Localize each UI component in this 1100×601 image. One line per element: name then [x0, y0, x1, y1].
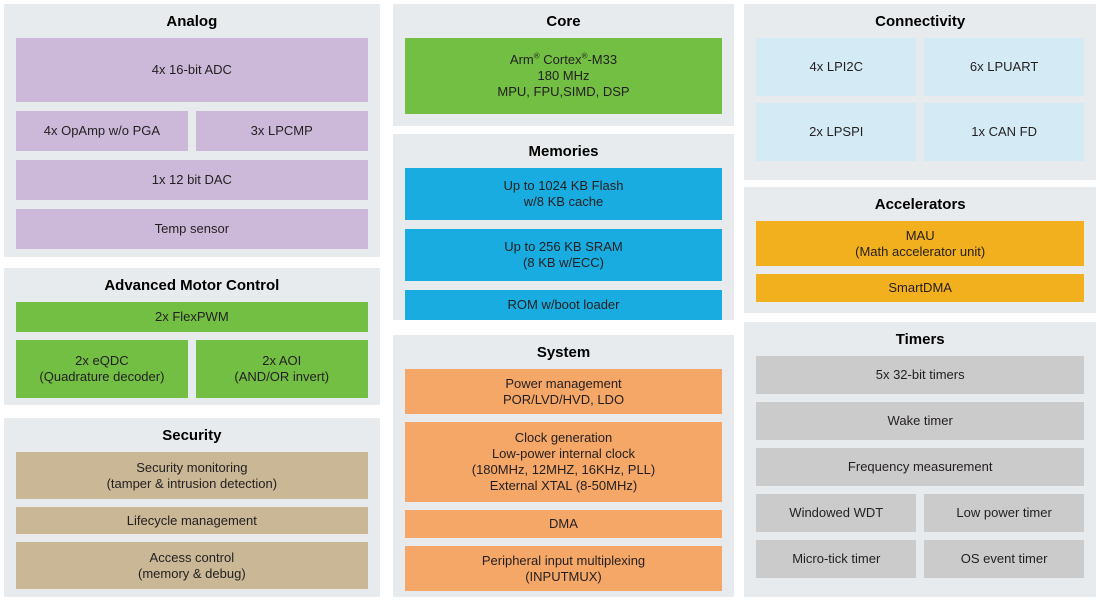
- lifecycle-block: Lifecycle management: [16, 507, 368, 534]
- os-event-timer-block: OS event timer: [924, 540, 1085, 578]
- access-control-block: Access control(memory & debug): [16, 542, 368, 589]
- connectivity-blocks: 4x LPI2C 6x LPUART 2x LPSPI 1x CAN FD: [756, 38, 1085, 161]
- smartdma-block: SmartDMA: [756, 274, 1085, 302]
- system-title: System: [536, 344, 591, 361]
- canfd-block: 1x CAN FD: [924, 103, 1085, 161]
- core-cpu-name: Arm® Cortex®-M33: [509, 51, 618, 67]
- connectivity-section: Connectivity 4x LPI2C 6x LPUART 2x LPSPI…: [744, 4, 1097, 180]
- connectivity-row-1: 4x LPI2C 6x LPUART: [756, 38, 1085, 96]
- temp-sensor-block: Temp sensor: [16, 209, 368, 249]
- core-section: Core Arm® Cortex®-M33 180 MHz MPU, FPU,S…: [392, 4, 735, 126]
- 32bit-timers-block: 5x 32-bit timers: [756, 356, 1085, 394]
- security-monitoring-block: Security monitoring(tamper & intrusion d…: [16, 452, 368, 499]
- rom-block: ROM w/boot loader: [404, 290, 723, 320]
- registered-trademark-icon: ®: [581, 51, 588, 61]
- micro-tick-timer-block: Micro-tick timer: [756, 540, 917, 578]
- middle-column: Core Arm® Cortex®-M33 180 MHz MPU, FPU,S…: [392, 4, 735, 597]
- dac-block: 1x 12 bit DAC: [16, 160, 368, 200]
- memories-title: Memories: [528, 143, 599, 160]
- lpcmp-block: 3x LPCMP: [195, 111, 368, 151]
- timers-title: Timers: [895, 331, 945, 348]
- lpspi-block: 2x LPSPI: [756, 103, 917, 161]
- motor-control-section: Advanced Motor Control 2x FlexPWM 2x eQD…: [4, 268, 380, 405]
- timers-blocks: 5x 32-bit timers Wake timer Frequency me…: [756, 356, 1085, 578]
- timers-section: Timers 5x 32-bit timers Wake timer Frequ…: [744, 322, 1097, 597]
- frequency-measurement-block: Frequency measurement: [756, 448, 1085, 486]
- connectivity-title: Connectivity: [875, 13, 966, 30]
- motor-control-row: 2x eQDC(Quadrature decoder) 2x AOI(AND/O…: [16, 340, 368, 398]
- lpi2c-block: 4x LPI2C: [756, 38, 917, 96]
- motor-control-blocks: 2x FlexPWM 2x eQDC(Quadrature decoder) 2…: [16, 302, 368, 398]
- analog-section: Analog 4x 16-bit ADC 4x OpAmp w/o PGA 3x…: [4, 4, 380, 257]
- eqdc-block: 2x eQDC(Quadrature decoder): [16, 340, 188, 398]
- accelerators-title: Accelerators: [874, 196, 966, 213]
- inputmux-block: Peripheral input multiplexing(INPUTMUX): [404, 546, 723, 591]
- analog-title: Analog: [166, 13, 218, 30]
- core-features: MPU, FPU,SIMD, DSP: [497, 84, 630, 99]
- mau-block: MAU(Math accelerator unit): [756, 221, 1085, 266]
- connectivity-row-2: 2x LPSPI 1x CAN FD: [756, 103, 1085, 161]
- wake-timer-block: Wake timer: [756, 402, 1085, 440]
- aoi-block: 2x AOI(AND/OR invert): [195, 340, 368, 398]
- right-column: Connectivity 4x LPI2C 6x LPUART 2x LPSPI…: [744, 4, 1097, 597]
- low-power-timer-block: Low power timer: [924, 494, 1085, 532]
- core-speed: 180 MHz: [537, 68, 590, 83]
- opamp-block: 4x OpAmp w/o PGA: [16, 111, 188, 151]
- dma-block: DMA: [404, 510, 723, 538]
- timers-row-1: Windowed WDT Low power timer: [756, 494, 1085, 532]
- registered-trademark-icon: ®: [533, 51, 540, 61]
- lpuart-block: 6x LPUART: [924, 38, 1085, 96]
- timers-row-2: Micro-tick timer OS event timer: [756, 540, 1085, 578]
- motor-control-title: Advanced Motor Control: [104, 277, 280, 294]
- sram-block: Up to 256 KB SRAM(8 KB w/ECC): [404, 229, 723, 281]
- accelerators-blocks: MAU(Math accelerator unit) SmartDMA: [756, 221, 1085, 302]
- analog-row: 4x OpAmp w/o PGA 3x LPCMP: [16, 111, 368, 151]
- analog-blocks: 4x 16-bit ADC 4x OpAmp w/o PGA 3x LPCMP …: [16, 38, 368, 249]
- security-title: Security: [162, 427, 222, 444]
- core-blocks: Arm® Cortex®-M33 180 MHz MPU, FPU,SIMD, …: [404, 38, 723, 114]
- accelerators-section: Accelerators MAU(Math accelerator unit) …: [744, 187, 1097, 313]
- windowed-wdt-block: Windowed WDT: [756, 494, 917, 532]
- flexpwm-block: 2x FlexPWM: [16, 302, 368, 332]
- security-section: Security Security monitoring(tamper & in…: [4, 418, 380, 597]
- security-blocks: Security monitoring(tamper & intrusion d…: [16, 452, 368, 589]
- adc-block: 4x 16-bit ADC: [16, 38, 368, 102]
- left-column: Analog 4x 16-bit ADC 4x OpAmp w/o PGA 3x…: [4, 4, 380, 597]
- core-title: Core: [546, 13, 581, 30]
- cortex-m33-block: Arm® Cortex®-M33 180 MHz MPU, FPU,SIMD, …: [404, 38, 723, 114]
